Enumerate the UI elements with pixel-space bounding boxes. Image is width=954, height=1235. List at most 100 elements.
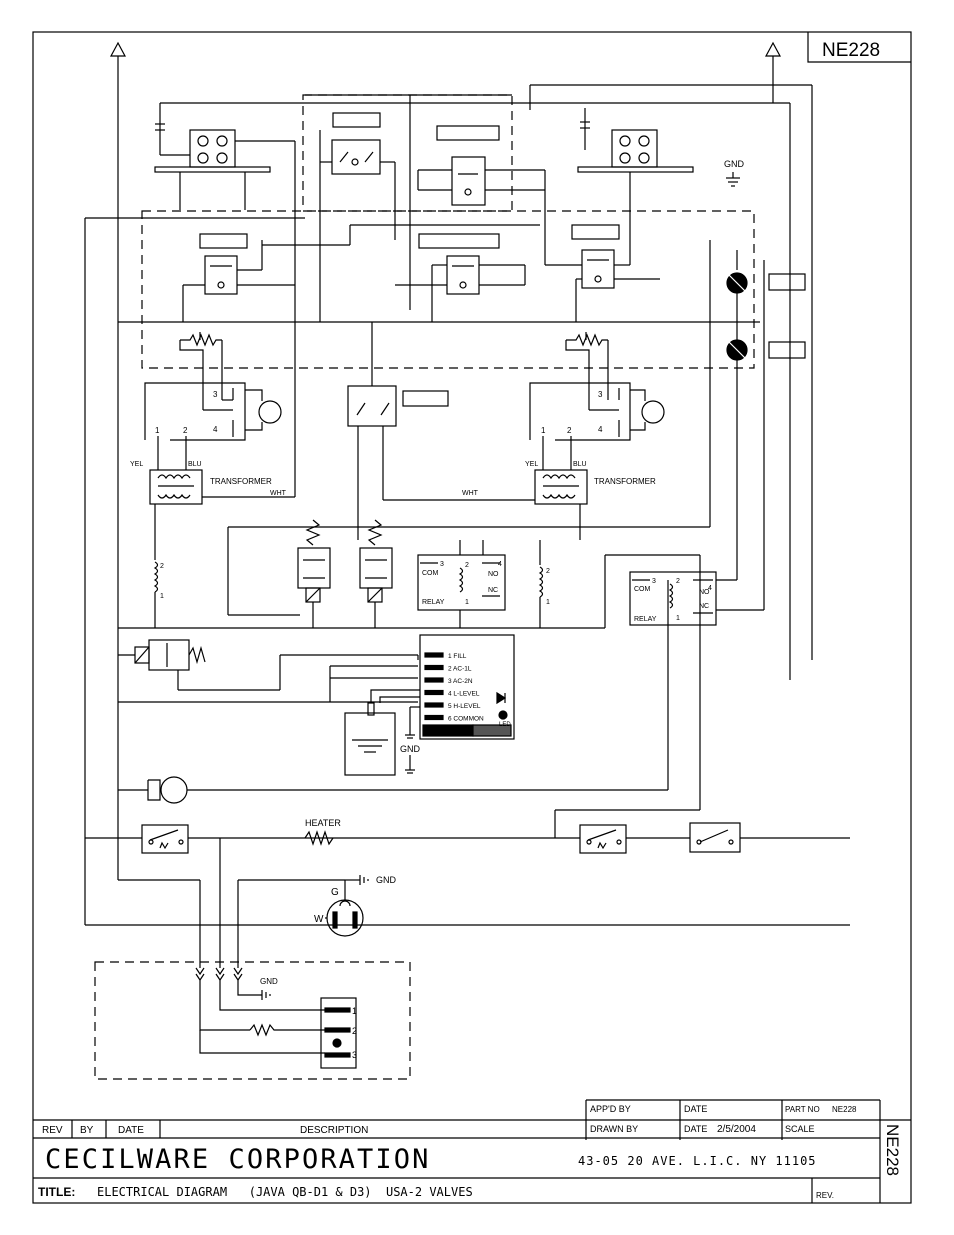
sheet-border — [32, 31, 912, 1204]
by-column: BY — [80, 1125, 94, 1136]
thermostat-1 — [141, 824, 189, 854]
relay1-nc: NC — [488, 587, 498, 594]
relay-1: COM RELAY NO NC 3 2 1 4 — [417, 540, 506, 628]
relay1-t2: 2 — [465, 562, 469, 569]
part-no-value: NE228 — [832, 1105, 857, 1114]
controller-terminal-bar — [424, 714, 444, 721]
controller-terminal-bar — [424, 702, 444, 708]
controller-terminal-bar — [424, 652, 444, 658]
solenoid-valve-2 — [359, 519, 393, 628]
bm-t2: 2 — [352, 1026, 357, 1036]
relay2-com: COM — [634, 586, 651, 593]
solenoid-valve-1 — [297, 519, 331, 628]
controller-terminal-label: 5 H-LEVEL — [448, 703, 481, 710]
blu-right: BLU — [573, 461, 587, 468]
drawn-date-value: 2/5/2004 — [717, 1124, 756, 1135]
date-label-1: DATE — [684, 1104, 707, 1114]
controller-terminal-label: 3 AC-2N — [448, 678, 473, 685]
date-label-2: DATE — [684, 1124, 707, 1134]
appd-by-label: APP'D BY — [590, 1104, 631, 1114]
relay2-t3: 3 — [652, 578, 656, 585]
bottom-module: GND 1 2 3 — [195, 967, 357, 1069]
heater-label: HEATER — [305, 818, 341, 828]
company-address: 43-05 20 AVE. L.I.C. NY 11105 — [578, 1154, 817, 1168]
sheet-number: NE228 — [822, 40, 880, 61]
wht-center: WHT — [462, 490, 479, 497]
water-tank: GND — [344, 689, 421, 776]
transformer-right: YEL BLU TRANSFORMER WHT — [227, 240, 711, 616]
coil-right-2: 2 — [546, 568, 550, 575]
float-switch-left — [154, 123, 296, 480]
relay1-label: RELAY — [422, 599, 445, 606]
power-plug: GND G W — [314, 875, 397, 937]
gnd-bottom-label: GND — [260, 977, 278, 986]
relay1-t1: 1 — [465, 599, 469, 606]
wht-left: WHT — [270, 490, 287, 497]
bus-wiring — [84, 84, 850, 968]
plug-w-label: W — [314, 914, 324, 925]
top-relay-contacts — [319, 95, 546, 322]
relay2-t4: 4 — [708, 585, 712, 592]
controller-terminal-label: 2 AC-1L — [448, 666, 472, 673]
gnd-tank-label: GND — [400, 744, 421, 754]
led-label: LED — [499, 722, 511, 728]
rev-column: REV — [42, 1125, 63, 1136]
middle-label-boxes — [199, 224, 806, 359]
term-4-left: 4 — [213, 425, 218, 434]
title-value: ELECTRICAL DIAGRAM (JAVA QB-D1 & D3) USA… — [97, 1185, 473, 1199]
switch-3 — [689, 822, 741, 853]
coil-left-2: 2 — [160, 563, 164, 570]
rev-label: REV. — [816, 1191, 834, 1200]
coil-right-free: 2 1 — [538, 540, 550, 628]
term-4-right: 4 — [598, 425, 603, 434]
gnd-plug-label: GND — [376, 875, 397, 885]
relay2-nc: NC — [699, 603, 709, 610]
relay1-no: NO — [488, 571, 499, 578]
controller-terminal-bar — [424, 689, 444, 696]
controller-terminal-label: 1 FILL — [448, 653, 467, 660]
valve-switch-left — [179, 172, 540, 322]
term-3-left: 3 — [213, 390, 218, 399]
drawn-by-label: DRAWN BY — [590, 1124, 638, 1134]
transformer-left: YEL BLU TRANSFORMER WHT — [130, 461, 296, 560]
potentiometers — [179, 332, 609, 410]
coil-left-1: 1 — [160, 593, 164, 600]
relay1-t3: 3 — [440, 561, 444, 568]
term-3-right: 3 — [598, 390, 603, 399]
transformer-label-left: TRANSFORMER — [210, 477, 272, 486]
coil-right-1: 1 — [546, 599, 550, 606]
valve-switch-right — [545, 172, 660, 322]
ground-top-right: GND — [724, 159, 745, 187]
relay1-t4: 4 — [498, 561, 502, 568]
yel-right: YEL — [525, 461, 538, 468]
scale-label: SCALE — [785, 1124, 815, 1134]
dashed-enclosures — [94, 94, 755, 1080]
relay2-no: NO — [699, 589, 710, 596]
sheet-number-box: NE228 — [807, 32, 911, 63]
vertical-sheet-number: NE228 — [883, 1124, 902, 1176]
controller-terminal-bar — [424, 664, 444, 671]
relay2-t1: 1 — [676, 615, 680, 622]
terminal-arrow-right — [764, 41, 782, 103]
plug-g-label: G — [331, 887, 339, 898]
transformer-label-right: TRANSFORMER — [594, 477, 656, 486]
relay2-label: RELAY — [634, 616, 657, 623]
term-2-right: 2 — [567, 426, 572, 435]
relay2-t2: 2 — [676, 578, 680, 585]
gnd-label: GND — [724, 159, 745, 169]
timer-module-left: 3 4 1 2 — [144, 382, 282, 470]
thermostat-2 — [579, 824, 627, 854]
term-1-right: 1 — [541, 426, 546, 435]
valve-switch-center — [395, 255, 526, 322]
timer-module-right: 3 4 1 2 — [529, 382, 665, 470]
terminal-arrow-left — [109, 41, 127, 880]
part-no-label: PART NO — [785, 1105, 820, 1114]
term-1-left: 1 — [155, 426, 160, 435]
pump-motor — [147, 776, 188, 804]
blu-left: BLU — [188, 461, 202, 468]
inlet-valve — [118, 639, 418, 702]
relay-2: COM RELAY NO NC 3 2 1 4 — [629, 571, 764, 626]
controller-terminal-bar — [424, 677, 444, 683]
